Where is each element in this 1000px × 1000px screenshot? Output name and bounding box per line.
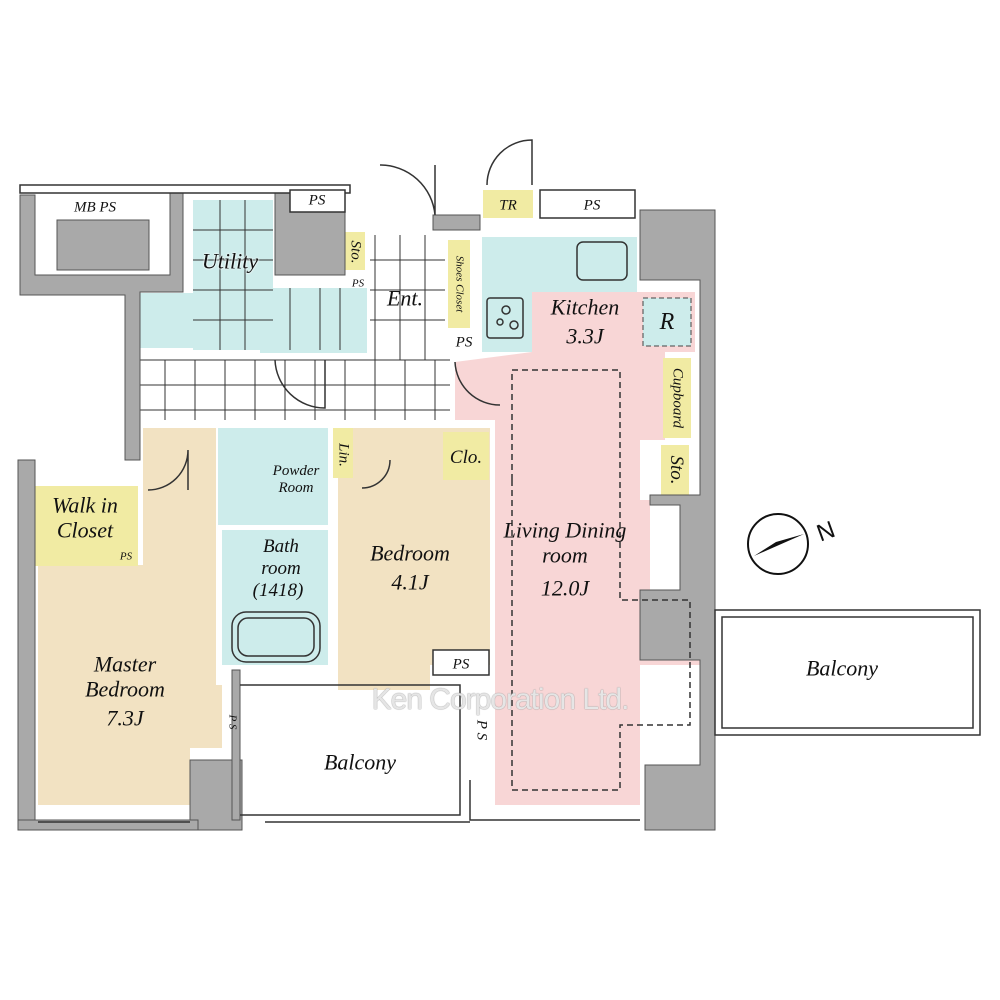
laundry-fill <box>140 293 195 348</box>
kitchen-r-fill <box>642 297 692 347</box>
balcony-label-bottom: Balcony <box>323 749 397 775</box>
watermark: Ken Corporation Ltd. <box>371 683 630 716</box>
balcony-label-right: Balcony <box>805 655 879 681</box>
ps-label-top-left: PS <box>308 192 326 209</box>
ps-label-closet: PS <box>119 550 133 563</box>
clo-label: Clo. <box>449 447 483 469</box>
powder-room-label: Powder Room <box>272 462 320 496</box>
floor-tiles <box>140 200 450 420</box>
cupboard-label: Cupboard <box>669 367 686 429</box>
walls <box>17 184 716 831</box>
mb-ps-label: MB PS <box>73 199 117 216</box>
cupboard-fill <box>663 358 691 438</box>
refrigerator-label: R <box>659 309 675 336</box>
living-size: 12.0J <box>540 575 590 601</box>
walk-in-closet-label: Walk in Closet <box>52 492 118 543</box>
powder-fill <box>218 428 328 525</box>
sto-label-living: Sto. <box>665 455 687 485</box>
clo-fill <box>443 432 489 480</box>
utility-fill <box>193 200 273 350</box>
tr-label: TR <box>499 197 517 214</box>
kitchen-size: 3.3J <box>566 323 604 349</box>
utility-label: Utility <box>201 248 259 274</box>
bedroom-label: Bedroom <box>370 540 450 566</box>
ps-label-top-right: PS <box>583 197 601 214</box>
shoes-fill <box>448 240 470 328</box>
sto-label: Sto. <box>347 240 364 264</box>
living-dining-label: Living Dining room <box>503 517 627 568</box>
ps-label-small: PS <box>351 277 365 290</box>
master-bedroom-label: Master Bedroom <box>85 651 165 702</box>
ps-label-living: P S <box>473 719 490 741</box>
north-arrow-icon <box>746 512 810 576</box>
ps-label-ent: PS <box>455 334 473 351</box>
bedroom-size: 4.1J <box>391 569 429 595</box>
sto2-fill <box>661 445 689 495</box>
ps-label-bedroom: PS <box>452 656 470 673</box>
kitchen-label: Kitchen <box>550 294 620 320</box>
bedroom-fill <box>338 428 490 690</box>
room-outlines <box>19 139 981 823</box>
lin-fill <box>333 428 353 478</box>
walk-in-closet-fill <box>35 486 138 566</box>
shoes-closet-label: Shoes Closet <box>453 255 466 313</box>
master-fill-top <box>143 428 216 568</box>
lin-label: Lin. <box>335 443 352 467</box>
bath-room-label: Bath room <box>261 536 301 579</box>
living-fill <box>455 292 700 805</box>
bath-size: (1418) <box>252 580 304 602</box>
tr-fill <box>483 190 533 218</box>
ps-label-master: P S <box>226 714 239 730</box>
ent-label: Ent. <box>386 285 424 311</box>
sto-fill <box>345 232 365 270</box>
master-bedroom-size: 7.3J <box>106 705 144 731</box>
bath-fill <box>222 530 328 665</box>
toilet-fill <box>260 288 367 353</box>
master-fill <box>38 565 222 805</box>
